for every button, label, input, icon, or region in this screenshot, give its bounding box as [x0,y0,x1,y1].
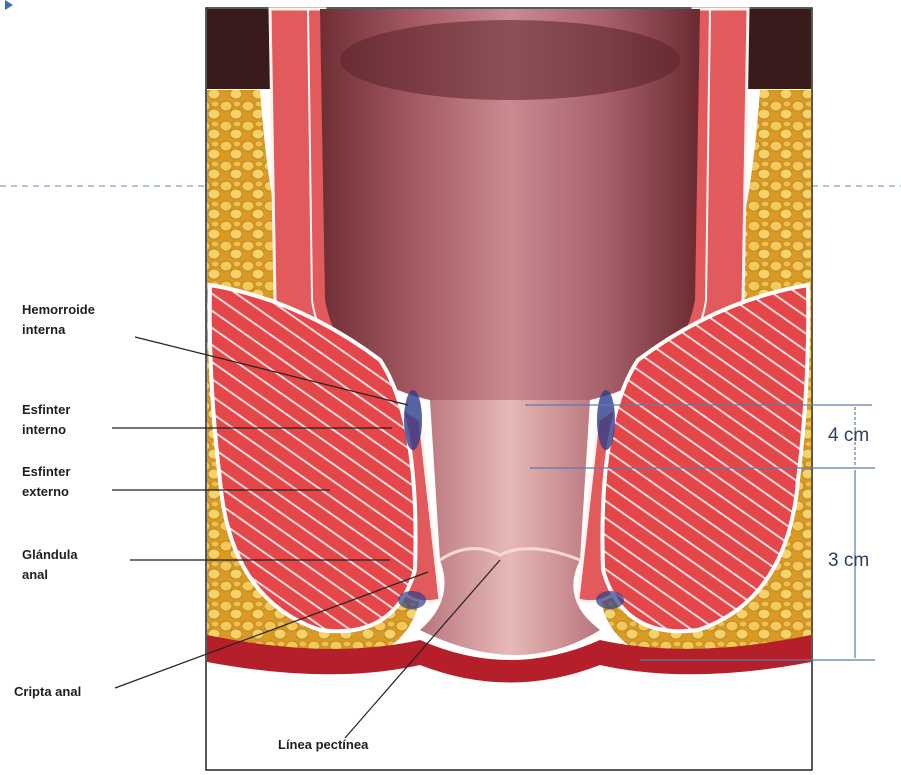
measurement-upper: 4 cm [828,425,869,447]
label-anal-gland: Glándula anal [22,545,78,585]
label-internal-sphincter: Esfinter interno [22,400,70,440]
label-external-sphincter-line1: Esfinter [22,462,70,482]
label-internal-hemorrhoid-line2: interna [22,320,95,340]
label-anal-crypt: Cripta anal [14,682,81,702]
hemorrhoid-vessels-left [404,390,422,450]
label-internal-sphincter-line2: interno [22,420,70,440]
label-internal-sphincter-line1: Esfinter [22,400,70,420]
hemorrhoid-vessels-right [597,390,615,450]
label-external-sphincter: Esfinter externo [22,462,70,502]
label-internal-hemorrhoid: Hemorroide interna [22,300,95,340]
measurement-lower: 3 cm [828,550,869,572]
label-anal-gland-line1: Glándula [22,545,78,565]
label-anal-gland-line2: anal [22,565,78,585]
label-external-sphincter-line2: externo [22,482,70,502]
label-internal-hemorrhoid-line1: Hemorroide [22,300,95,320]
label-pectinate-line: Línea pectínea [278,735,368,755]
anal-canal [420,400,600,655]
